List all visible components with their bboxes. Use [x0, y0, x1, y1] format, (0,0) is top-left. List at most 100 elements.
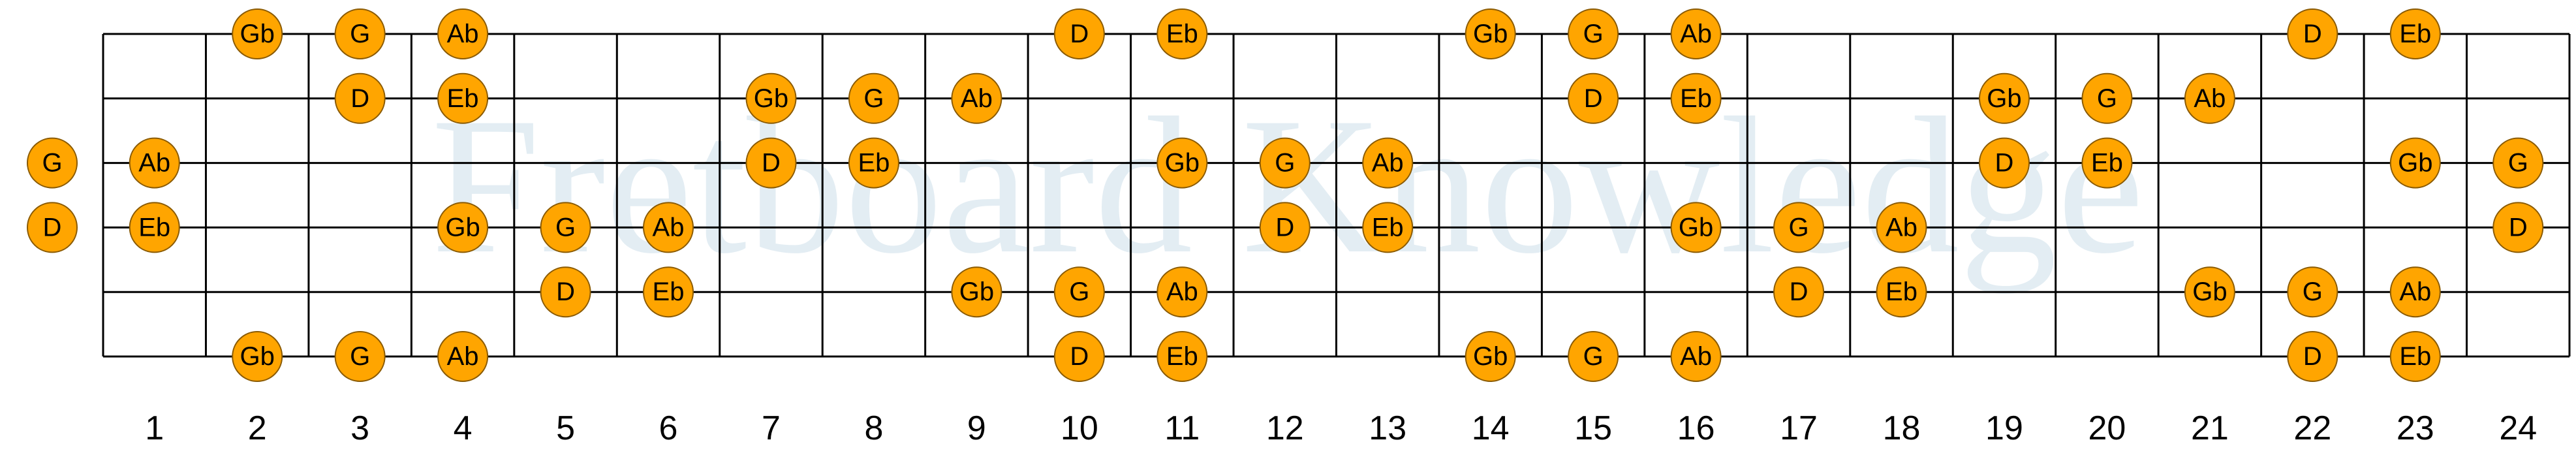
note-dot — [2389, 8, 2441, 59]
note-dot — [27, 202, 78, 253]
note-dot — [540, 202, 591, 253]
note-dot — [951, 266, 1002, 318]
note-marker: Ab — [129, 137, 180, 189]
note-label: Ab — [653, 213, 685, 242]
note-label: Gb — [240, 342, 275, 371]
note-dot — [1670, 202, 1722, 253]
note-marker: D — [2287, 331, 2338, 382]
note-dot — [232, 331, 283, 382]
note-marker: Eb — [1362, 202, 1414, 253]
note-label: Gb — [240, 20, 275, 48]
note-label: Gb — [959, 277, 994, 306]
note-label: D — [2303, 20, 2322, 48]
note-dot — [2389, 137, 2441, 189]
note-marker: G — [2492, 137, 2544, 189]
note-dot — [1568, 331, 1619, 382]
note-dot — [1773, 202, 1825, 253]
note-label: G — [1583, 342, 1604, 371]
note-label: G — [1583, 20, 1604, 48]
note-label: Ab — [1166, 277, 1198, 306]
note-marker: Gb — [437, 202, 489, 253]
note-dot — [2287, 8, 2338, 59]
note-dot — [437, 331, 489, 382]
note-marker: Ab — [643, 202, 694, 253]
note-dot — [1362, 202, 1414, 253]
note-label: Gb — [1987, 84, 2021, 113]
note-marker: Eb — [129, 202, 180, 253]
note-marker: D — [745, 137, 797, 189]
note-marker: Gb — [1156, 137, 1208, 189]
fret-number-label: 8 — [864, 409, 883, 447]
note-label: D — [2509, 213, 2528, 242]
note-dot — [2287, 266, 2338, 318]
note-dot — [1670, 72, 1722, 124]
note-marker: G — [1568, 8, 1619, 59]
fret-number-label: 18 — [1883, 409, 1921, 447]
note-dot — [2081, 72, 2133, 124]
note-label: Ab — [447, 20, 479, 48]
fret-number-label: 16 — [1677, 409, 1715, 447]
note-dot — [1978, 137, 2030, 189]
note-marker: Eb — [1670, 72, 1722, 124]
note-dot — [643, 266, 694, 318]
note-marker: G — [2081, 72, 2133, 124]
note-label: D — [2303, 342, 2322, 371]
note-label: Ab — [961, 84, 993, 113]
note-dot — [745, 72, 797, 124]
note-label: Gb — [445, 213, 480, 242]
fret-number-label: 14 — [1472, 409, 1510, 447]
fret-number-label: 23 — [2397, 409, 2434, 447]
note-marker: Gb — [2389, 137, 2441, 189]
note-marker: G — [1773, 202, 1825, 253]
note-label: G — [2303, 277, 2323, 306]
note-marker: Gb — [1670, 202, 1722, 253]
note-label: Eb — [2091, 149, 2123, 178]
fret-number-label: 1 — [145, 409, 164, 447]
fret-number-label: 7 — [762, 409, 781, 447]
note-dot — [1876, 202, 1927, 253]
note-dot — [1773, 266, 1825, 318]
note-marker: Ab — [1670, 331, 1722, 382]
note-label: G — [2097, 84, 2117, 113]
note-dot — [2287, 331, 2338, 382]
note-label: G — [42, 149, 62, 178]
note-label: Eb — [858, 149, 890, 178]
note-marker: Ab — [1876, 202, 1927, 253]
note-label: D — [1275, 213, 1294, 242]
fret-number-label: 22 — [2293, 409, 2331, 447]
note-marker: G — [1259, 137, 1311, 189]
note-marker: Gb — [2184, 266, 2235, 318]
note-label: G — [350, 342, 370, 371]
note-marker: Gb — [1465, 8, 1516, 59]
note-marker: Eb — [643, 266, 694, 318]
note-label: Eb — [653, 277, 685, 306]
fret-number-label: 9 — [967, 409, 986, 447]
note-marker: D — [334, 72, 386, 124]
note-marker: D — [2287, 8, 2338, 59]
note-label: D — [1790, 277, 1808, 306]
note-marker: D — [1568, 72, 1619, 124]
fretboard-grid — [102, 33, 2571, 358]
fret-number-label: 3 — [350, 409, 369, 447]
note-dot — [1362, 137, 1414, 189]
note-dot — [1156, 331, 1208, 382]
note-marker: D — [2492, 202, 2544, 253]
fret-number-label: 21 — [2191, 409, 2229, 447]
note-label: Ab — [2194, 84, 2226, 113]
note-dot — [2184, 266, 2235, 318]
fret-number-label: 4 — [454, 409, 473, 447]
note-dot — [1156, 137, 1208, 189]
note-dot — [1670, 8, 1722, 59]
note-label: D — [556, 277, 575, 306]
note-marker: D — [1259, 202, 1311, 253]
fret-number-label: 10 — [1061, 409, 1098, 447]
fret-number-label: 19 — [1985, 409, 2023, 447]
note-label: Gb — [1473, 342, 1508, 371]
note-marker: D — [1978, 137, 2030, 189]
note-marker: D — [1053, 8, 1105, 59]
note-dot — [27, 137, 78, 189]
note-dot — [951, 72, 1002, 124]
note-marker: Ab — [2389, 266, 2441, 318]
note-marker: G — [1053, 266, 1105, 318]
note-label: Gb — [2192, 277, 2227, 306]
